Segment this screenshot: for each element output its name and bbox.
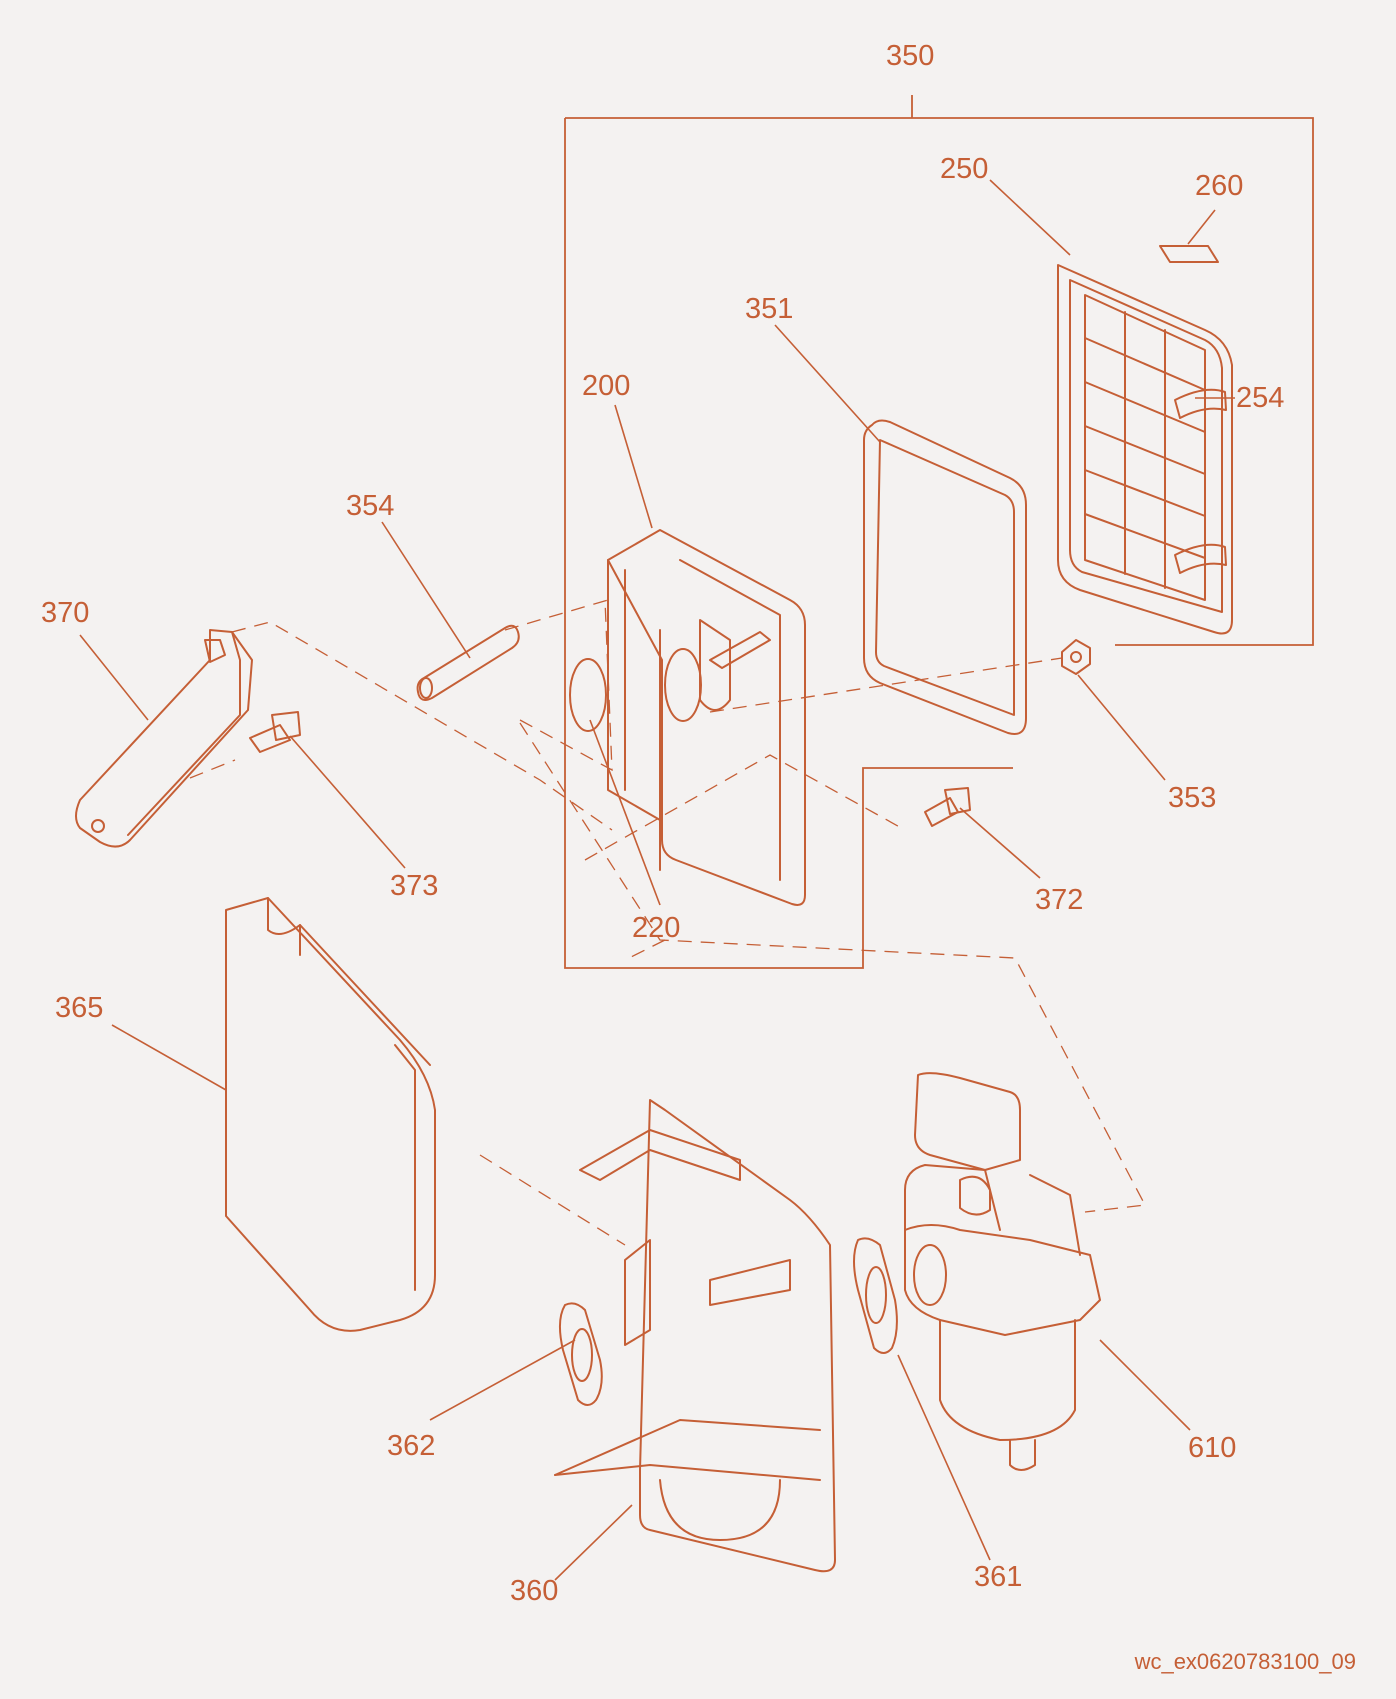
drawing-code: wc_ex0620783100_09 xyxy=(1134,1649,1356,1674)
cover-grid xyxy=(1084,311,1206,589)
bolt-373 xyxy=(249,711,301,753)
label-plate-260 xyxy=(1159,245,1219,263)
gasket-361 xyxy=(853,1237,898,1354)
filter-element-351 xyxy=(863,419,1027,735)
filter-block-365 xyxy=(225,897,436,1332)
nut-353 xyxy=(1061,639,1091,675)
callout-351: 351 xyxy=(745,293,794,325)
callout-373: 373 xyxy=(390,870,439,902)
callout-260: 260 xyxy=(1195,170,1244,202)
callout-370: 370 xyxy=(41,597,90,629)
callout-220: 220 xyxy=(632,912,681,944)
callout-372: 372 xyxy=(1035,884,1084,916)
callout-362: 362 xyxy=(387,1430,436,1462)
callout-361: 361 xyxy=(974,1561,1023,1593)
assembly-guide-lines xyxy=(189,599,1147,1246)
callout-leaders xyxy=(79,179,1235,1581)
pin-354 xyxy=(416,624,520,701)
assembly-bracket-350 xyxy=(564,95,1314,969)
callout-610: 610 xyxy=(1188,1432,1237,1464)
air-filter-cover-250 xyxy=(1057,264,1233,635)
callout-365: 365 xyxy=(55,992,104,1024)
bolt-372 xyxy=(924,787,971,827)
callout-254: 254 xyxy=(1236,382,1285,414)
callout-354: 354 xyxy=(346,490,395,522)
callout-200: 200 xyxy=(582,370,631,402)
air-cleaner-base-200 xyxy=(569,529,806,906)
bracket-housing-360 xyxy=(554,1099,836,1573)
carburetor-610 xyxy=(904,1072,1101,1471)
callout-350: 350 xyxy=(886,40,935,72)
gasket-362 xyxy=(559,1302,603,1406)
bracket-370 xyxy=(75,629,253,848)
callout-360: 360 xyxy=(510,1575,559,1607)
callout-250: 250 xyxy=(940,153,989,185)
callout-353: 353 xyxy=(1168,782,1217,814)
